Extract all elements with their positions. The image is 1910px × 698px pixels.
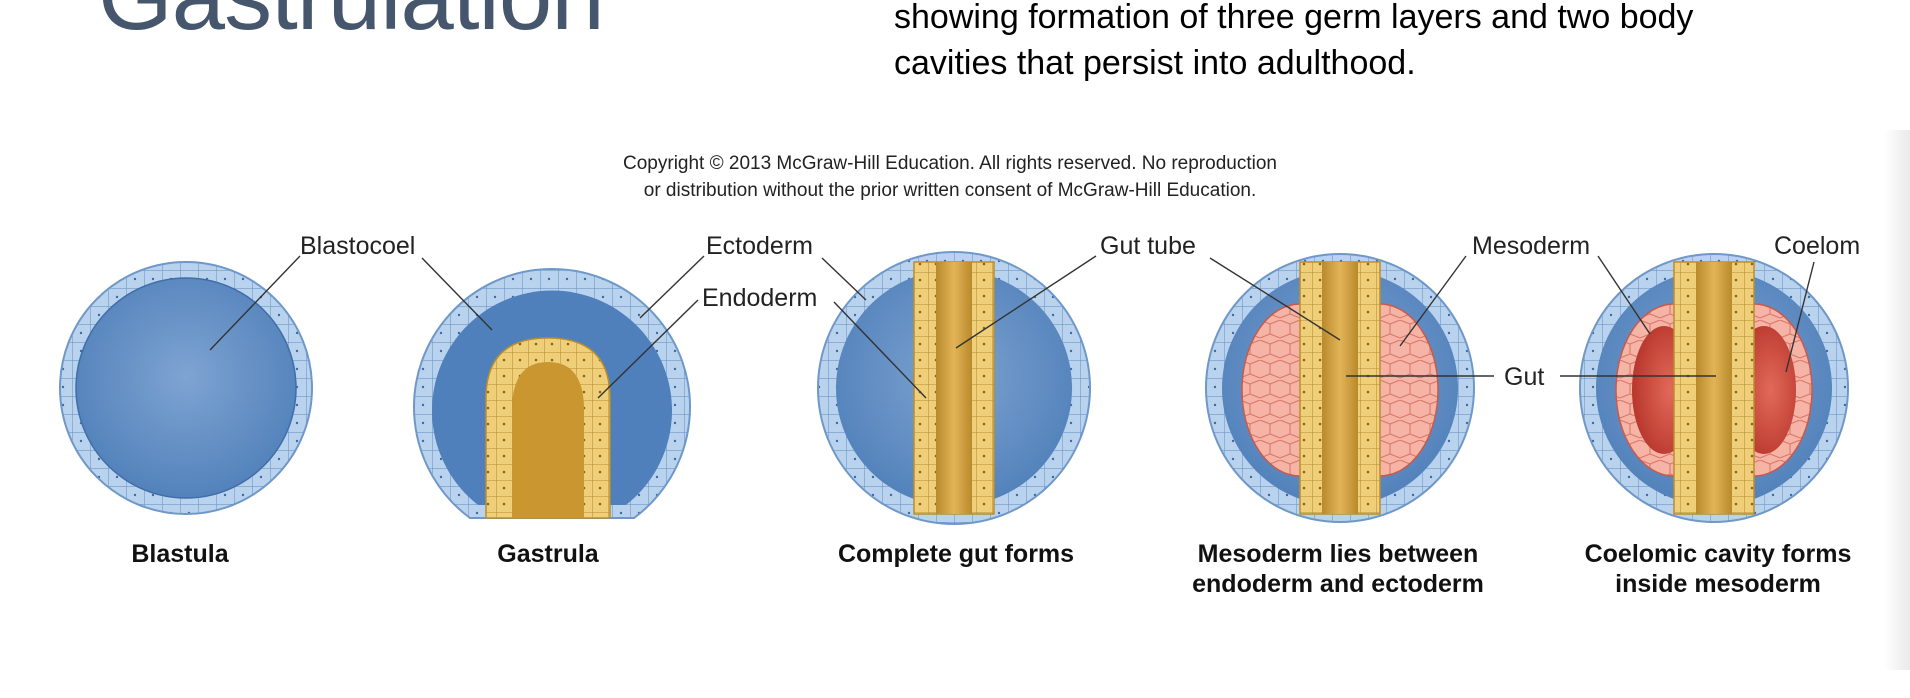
gut-tube-leader-2 xyxy=(1209,257,1341,341)
caption-mesoderm-line-1: Mesoderm lies between xyxy=(1198,540,1479,568)
caption-gastrula: Gastrula xyxy=(497,540,600,568)
blastocoel-leader-blastula xyxy=(209,255,301,351)
caption-coelom-line-1: Coelomic cavity forms xyxy=(1585,540,1852,568)
label-gut-tube: Gut tube xyxy=(1100,232,1196,260)
caption-coelom-line-2: inside mesoderm xyxy=(1615,570,1821,598)
archenteron xyxy=(512,362,584,518)
blastocoel-leader-gastrula xyxy=(421,257,493,331)
blastula-drawing xyxy=(59,261,313,515)
label-mesoderm: Mesoderm xyxy=(1472,232,1590,260)
mesoderm-drawing xyxy=(1205,253,1475,523)
label-ectoderm: Ectoderm xyxy=(706,232,813,260)
ectoderm-leader-gastrula xyxy=(639,255,705,319)
leader-lines xyxy=(209,255,1815,399)
slide-title: Gastrulation xyxy=(98,0,605,52)
copyright-line-2: or distribution without the prior writte… xyxy=(643,180,1257,201)
caption-complete-gut: Complete gut forms xyxy=(838,540,1074,568)
figure-edge-shadow xyxy=(1884,130,1910,670)
endoderm-leader-gut xyxy=(833,301,927,399)
complete-gut-drawing xyxy=(817,251,1091,525)
copyright-line-1: Copyright © 2013 McGraw-Hill Education. … xyxy=(623,153,1277,174)
gut-tube-leader-1 xyxy=(955,255,1097,349)
gut-tube-lumen xyxy=(936,262,972,514)
caption-mesoderm-line-2: endoderm and ectoderm xyxy=(1192,570,1484,598)
slide-body-text: showing formation of three germ layers a… xyxy=(894,0,1874,86)
label-endoderm: Endoderm xyxy=(702,284,817,312)
blastocoel-cavity xyxy=(75,277,297,499)
mesoderm-leader-1 xyxy=(1399,255,1467,347)
caption-blastula: Blastula xyxy=(131,540,229,568)
coelom-stage-gut-lumen xyxy=(1696,262,1732,514)
copyright-notice: Copyright © 2013 McGraw-Hill Education. … xyxy=(560,150,1340,204)
label-coelom: Coelom xyxy=(1774,232,1860,260)
label-gut: Gut xyxy=(1504,363,1544,391)
label-blastocoel: Blastocoel xyxy=(300,232,415,260)
mesoderm-stage-gut-lumen xyxy=(1322,262,1358,514)
gastrula-drawing xyxy=(413,268,691,519)
slide-body-line-1: showing formation of three germ layers a… xyxy=(894,0,1694,36)
coelom-leader xyxy=(1785,261,1815,373)
endoderm-leader-gastrula xyxy=(597,299,699,399)
mesoderm-leader-2 xyxy=(1597,255,1651,335)
coelom-drawing xyxy=(1579,253,1849,523)
slide-body-line-2: cavities that persist into adulthood. xyxy=(894,44,1416,82)
ectoderm-leader-gut xyxy=(821,257,867,301)
